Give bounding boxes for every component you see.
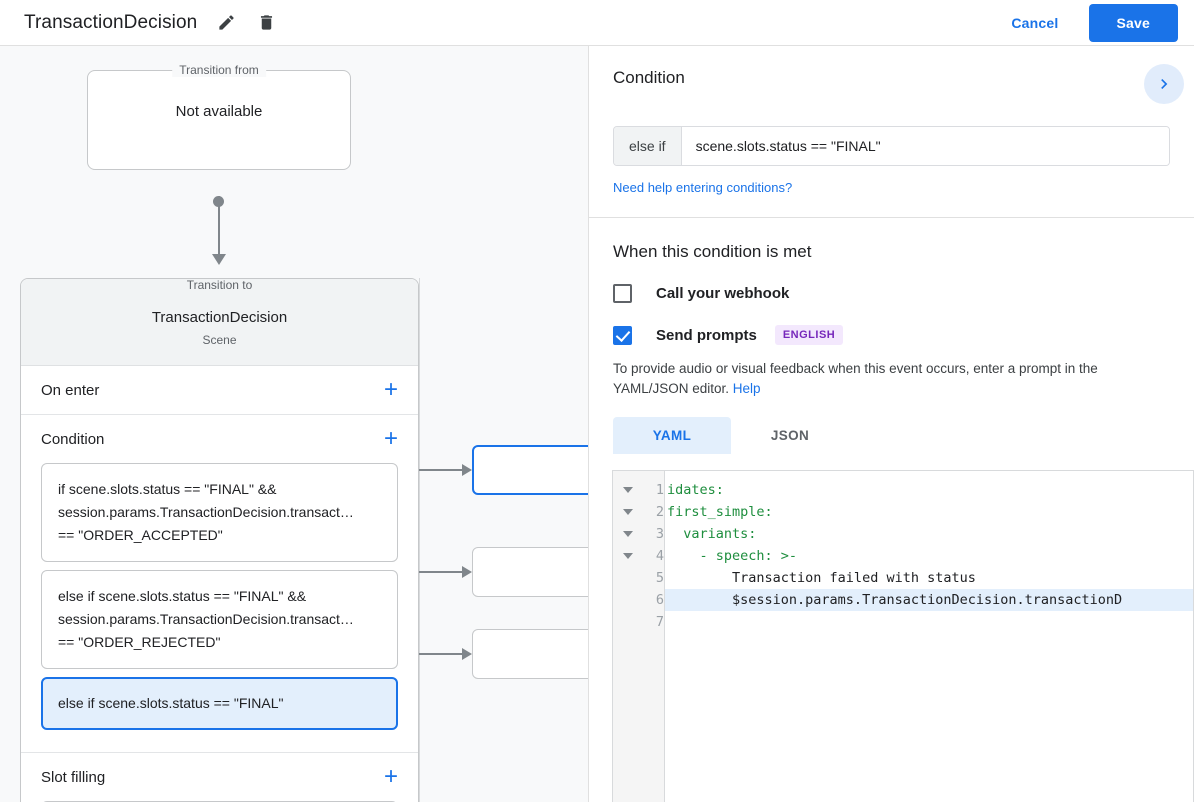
line-number: 4 (655, 548, 664, 564)
condition-line: session.params.TransactionDecision.trans… (58, 504, 354, 520)
fold-blank (613, 611, 643, 633)
line-number: 6 (655, 592, 664, 608)
code-line[interactable]: variants: (667, 526, 757, 542)
condition-input[interactable]: scene.slots.status == "FINAL" (681, 127, 1169, 165)
condition-line: else if scene.slots.status == "FINAL" (58, 695, 284, 711)
chevron-right-icon[interactable] (1144, 64, 1184, 104)
code-line[interactable] (665, 611, 1193, 633)
line-number: 5 (655, 570, 664, 586)
line-number: 1 (655, 482, 664, 498)
fold-blank (613, 567, 643, 589)
target-box[interactable] (472, 629, 588, 679)
branch-arrow-icon (462, 464, 472, 476)
scene-card: Transition to TransactionDecision Scene … (20, 278, 419, 802)
code-line[interactable]: idates: (667, 482, 724, 498)
section-on-enter: On enter + (21, 366, 418, 415)
top-bar-actions: Cancel Save (997, 3, 1178, 42)
branch-arrow-icon (462, 648, 472, 660)
section-title-on-enter: On enter (41, 381, 100, 399)
editor-tabs: YAML JSON (613, 417, 1170, 454)
transition-to-legend: Transition to (179, 279, 260, 292)
transition-from-box: Transition from Not available (87, 63, 351, 170)
section-condition: Condition + if scene.slots.status == "FI… (21, 415, 418, 753)
section-slot-filling: Slot filling + Slot validation (21, 753, 418, 802)
branch-line (404, 571, 464, 573)
add-on-enter-icon[interactable]: + (383, 376, 398, 403)
code-line[interactable]: - speech: >- (667, 548, 798, 564)
condition-heading: Condition (613, 68, 685, 87)
scene-name: TransactionDecision (151, 309, 288, 326)
fold-caret-icon[interactable] (613, 479, 643, 501)
prompt-help-link[interactable]: Help (732, 381, 761, 396)
top-app-bar: TransactionDecision Cancel Save (0, 0, 1194, 46)
code-area[interactable]: idates: first_simple: variants: - speech:… (665, 471, 1193, 802)
condition-line: session.params.TransactionDecision.trans… (58, 611, 354, 627)
fold-gutter (613, 471, 643, 802)
line-number-gutter: 1 2 3 4 5 6 7 (643, 471, 665, 802)
transition-from-value: Not available (175, 103, 263, 120)
prompt-description: To provide audio or visual feedback when… (613, 359, 1169, 399)
caret-down-icon (623, 553, 633, 559)
language-badge: ENGLISH (774, 325, 844, 345)
section-title-condition: Condition (41, 430, 105, 448)
tab-json[interactable]: JSON (770, 428, 810, 443)
tab-yaml[interactable]: YAML (613, 417, 731, 454)
code-line[interactable]: Transaction failed with status (667, 570, 976, 586)
target-box[interactable] (472, 547, 588, 597)
fold-caret-icon[interactable] (613, 501, 643, 523)
caret-down-icon (623, 487, 633, 493)
page-title: TransactionDecision (24, 11, 198, 33)
send-prompts-row[interactable]: Send prompts ENGLISH (613, 325, 1170, 345)
scene-graph-canvas: Transition from Not available Transition… (0, 46, 588, 802)
condition-line: == "ORDER_REJECTED" (58, 634, 221, 650)
scene-type: Scene (202, 333, 237, 347)
call-webhook-label: Call your webhook (656, 285, 790, 302)
caret-down-icon (623, 531, 633, 537)
condition-line: == "ORDER_ACCEPTED" (58, 527, 223, 543)
branch-line (404, 469, 464, 471)
condition-line: else if scene.slots.status == "FINAL" && (58, 588, 307, 604)
yaml-code-editor[interactable]: 1 2 3 4 5 6 7 idates: first_simple: variants: -… (612, 470, 1194, 802)
save-button[interactable]: Save (1088, 3, 1178, 42)
target-box[interactable] (472, 445, 588, 495)
send-prompts-label: Send prompts (656, 326, 757, 344)
section-title-slot-filling: Slot filling (41, 768, 106, 786)
cancel-button[interactable]: Cancel (997, 7, 1072, 39)
transition-from-legend: Transition from (172, 63, 266, 77)
line-number: 3 (655, 526, 664, 542)
when-met-heading: When this condition is met (613, 242, 812, 261)
prompt-description-text: To provide audio or visual feedback when… (613, 361, 1098, 396)
condition-card-selected[interactable]: else if scene.slots.status == "FINAL" (41, 677, 398, 730)
code-line[interactable]: $session.params.TransactionDecision.tran… (665, 589, 1193, 611)
fold-caret-icon[interactable] (613, 545, 643, 567)
call-webhook-checkbox[interactable] (613, 284, 632, 303)
graph-rail (419, 278, 420, 802)
line-number: 7 (655, 614, 664, 630)
trash-icon[interactable] (255, 12, 277, 34)
condition-editor-section: Condition else if scene.slots.status == … (589, 46, 1194, 218)
condition-input-row[interactable]: else if scene.slots.status == "FINAL" (613, 126, 1170, 166)
connector-line (218, 196, 220, 258)
condition-help-link[interactable]: Need help entering conditions? (613, 180, 793, 195)
when-condition-met-section: When this condition is met Call your web… (589, 218, 1194, 454)
send-prompts-checkbox[interactable] (613, 325, 632, 345)
webhook-row[interactable]: Call your webhook (613, 284, 1170, 303)
condition-line: if scene.slots.status == "FINAL" && (58, 481, 277, 497)
fold-blank (613, 589, 643, 611)
pencil-icon[interactable] (215, 12, 237, 34)
add-slot-filling-icon[interactable]: + (383, 763, 398, 790)
code-line[interactable]: first_simple: (667, 504, 773, 520)
condition-prefix: else if (614, 127, 682, 165)
condition-card[interactable]: if scene.slots.status == "FINAL" && sess… (41, 463, 398, 562)
branch-line (404, 653, 464, 655)
connector-arrow-icon (212, 254, 226, 265)
fold-caret-icon[interactable] (613, 523, 643, 545)
line-number: 2 (655, 504, 664, 520)
condition-card[interactable]: else if scene.slots.status == "FINAL" &&… (41, 570, 398, 669)
branch-arrow-icon (462, 566, 472, 578)
transition-to-header: Transition to TransactionDecision Scene (21, 279, 418, 366)
caret-down-icon (623, 509, 633, 515)
add-condition-icon[interactable]: + (383, 425, 398, 452)
